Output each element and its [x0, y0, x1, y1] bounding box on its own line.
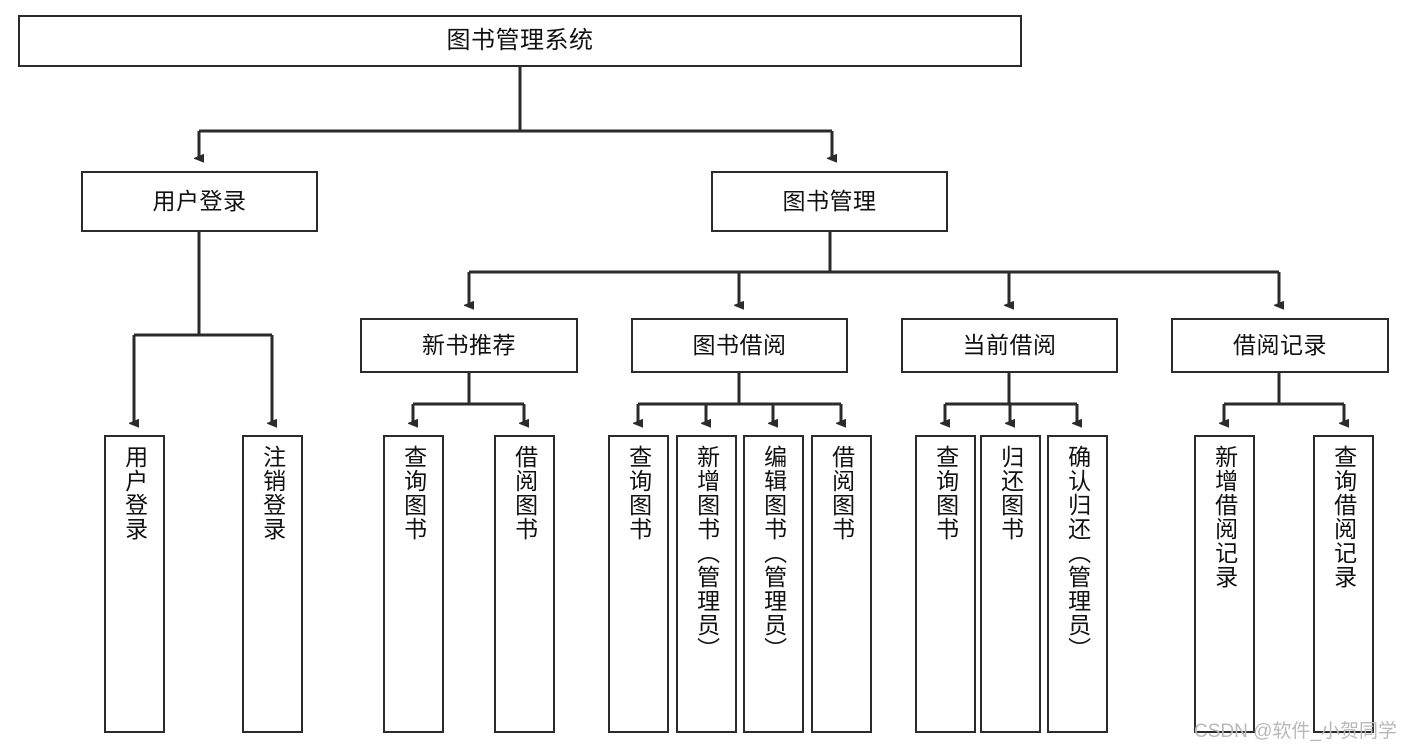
node-label: 图书管理系统 — [446, 26, 594, 54]
node-borrow-record[interactable]: 借阅记录 — [1171, 318, 1389, 373]
leaf-confirm-return-admin[interactable]: 确认归还（管理员） — [1047, 435, 1108, 733]
node-label: 借阅记录 — [1233, 331, 1327, 358]
node-label: 用户登录 — [152, 187, 247, 214]
node-label: 编辑图书（管理员） — [760, 445, 787, 661]
node-label: 确认归还（管理员） — [1064, 445, 1091, 661]
watermark: CSDN @软件_小贺同学 — [1194, 721, 1397, 742]
node-user-login[interactable]: 用户登录 — [81, 171, 318, 232]
node-label: 当前借阅 — [962, 331, 1057, 358]
node-label: 注销登录 — [259, 445, 286, 541]
leaf-borrow-book[interactable]: 借阅图书 — [811, 435, 872, 733]
leaf-user-login[interactable]: 用户登录 — [104, 435, 165, 733]
node-label: 查询图书 — [400, 445, 427, 541]
node-label: 图书借阅 — [692, 331, 787, 358]
leaf-add-borrow-record[interactable]: 新增借阅记录 — [1194, 435, 1255, 733]
node-book-borrow[interactable]: 图书借阅 — [631, 318, 848, 373]
leaf-edit-book-admin[interactable]: 编辑图书（管理员） — [743, 435, 804, 733]
node-label: 新增借阅记录 — [1211, 445, 1238, 589]
node-label: 新增图书（管理员） — [693, 445, 720, 661]
leaf-return-book[interactable]: 归还图书 — [980, 435, 1041, 733]
node-new-book-recommend[interactable]: 新书推荐 — [360, 318, 578, 373]
node-label: 归还图书 — [997, 445, 1024, 541]
leaf-query-book-borrow[interactable]: 查询图书 — [608, 435, 669, 733]
leaf-add-book-admin[interactable]: 新增图书（管理员） — [676, 435, 737, 733]
node-label: 新书推荐 — [422, 331, 516, 358]
node-label: 查询图书 — [625, 445, 652, 541]
leaf-query-book-current[interactable]: 查询图书 — [915, 435, 976, 733]
node-label: 查询借阅记录 — [1330, 445, 1357, 589]
leaf-query-book-recommend[interactable]: 查询图书 — [383, 435, 444, 733]
node-label: 查询图书 — [932, 445, 959, 541]
leaf-logout[interactable]: 注销登录 — [242, 435, 303, 733]
leaf-borrow-book-recommend[interactable]: 借阅图书 — [494, 435, 555, 733]
node-label: 图书管理 — [782, 187, 877, 214]
node-label: 借阅图书 — [511, 445, 538, 541]
node-current-borrow[interactable]: 当前借阅 — [901, 318, 1118, 373]
node-label: 用户登录 — [121, 445, 148, 541]
node-root-system[interactable]: 图书管理系统 — [18, 15, 1022, 67]
node-label: 借阅图书 — [828, 445, 855, 541]
node-book-management[interactable]: 图书管理 — [711, 171, 948, 232]
leaf-query-borrow-record[interactable]: 查询借阅记录 — [1313, 435, 1374, 733]
